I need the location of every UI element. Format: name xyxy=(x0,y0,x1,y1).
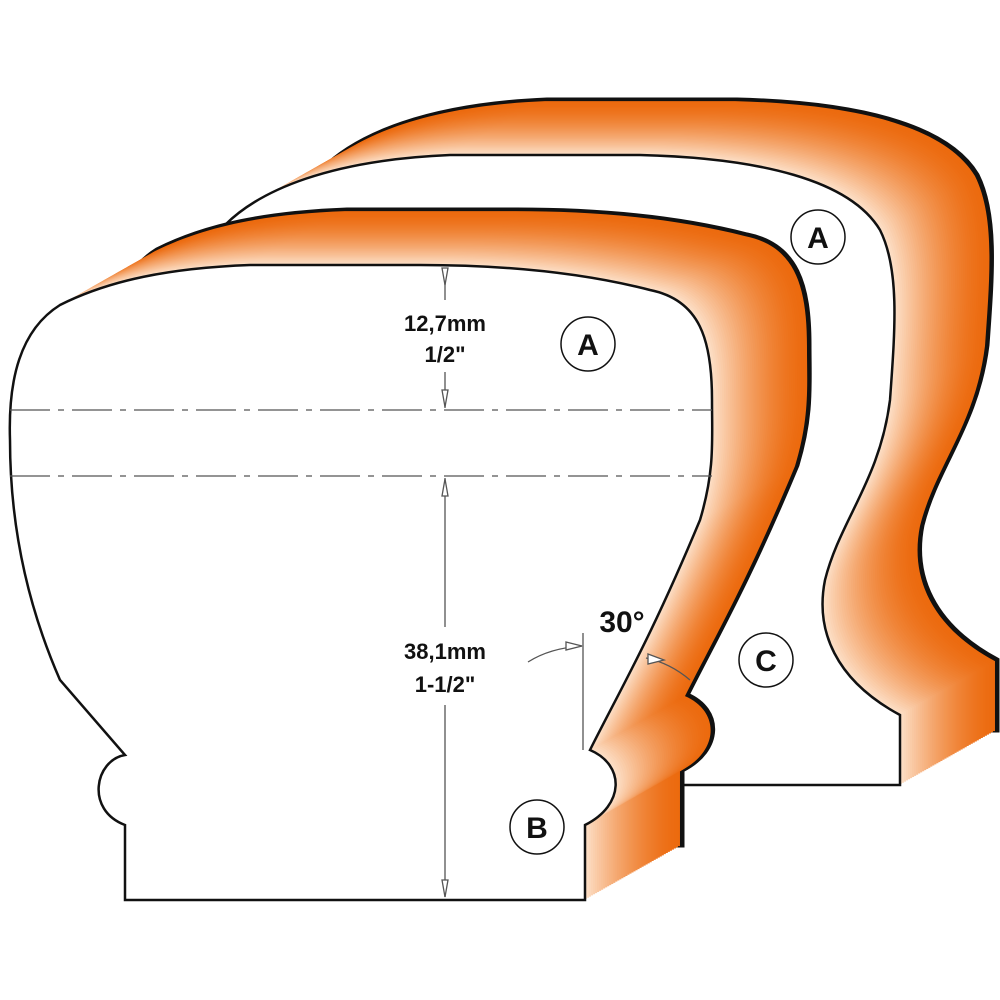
marker-rear-a: A xyxy=(790,209,846,265)
dim-bottom-in: 1-1/2" xyxy=(415,672,476,697)
angle-label: 30° xyxy=(599,606,644,639)
svg-text:A: A xyxy=(807,222,829,255)
centerlines xyxy=(10,409,712,477)
marker-c: C xyxy=(738,632,794,688)
front-profile-face xyxy=(8,263,714,902)
marker-front-a: A xyxy=(560,316,616,372)
marker-b: B xyxy=(509,799,565,855)
dim-bottom-mm: 38,1mm xyxy=(404,639,486,664)
svg-text:B: B xyxy=(526,812,548,845)
svg-text:C: C xyxy=(755,645,777,678)
dimension-lines xyxy=(441,267,691,898)
svg-text:A: A xyxy=(577,329,599,362)
dim-top-mm: 12,7mm xyxy=(404,311,486,336)
dim-top-in: 1/2" xyxy=(424,342,465,367)
